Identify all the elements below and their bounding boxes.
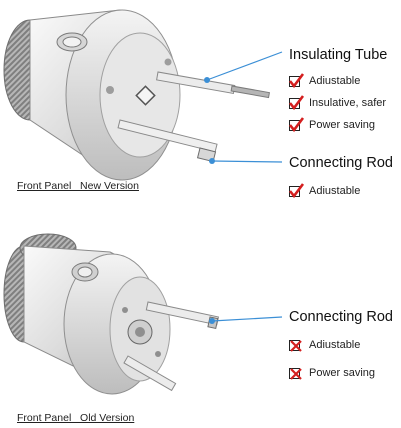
feature-row: Power saving (289, 367, 376, 380)
old-version-panel: Connecting Rod Adiustable Power saving F… (0, 214, 401, 428)
feature-label: Power saving (309, 119, 376, 131)
feature-label: Adiustable (309, 339, 361, 351)
check-icon (288, 116, 305, 132)
new-version-caption: Front Panel New Version (17, 180, 139, 192)
feature-row: Power saving (288, 116, 376, 132)
feature-label: Power saving (309, 367, 376, 379)
check-icon (288, 182, 305, 198)
old-version-caption: Front Panel Old Version (17, 412, 135, 424)
new-version-product-photo (3, 9, 283, 181)
feature-row: Adiustable (288, 72, 361, 88)
old-version-product-photo (3, 233, 283, 395)
feature-row: Adiustable (288, 182, 361, 198)
feature-label: Adiustable (309, 75, 361, 87)
cross-icon (289, 339, 302, 352)
feature-label: Insulative, safer (309, 97, 387, 109)
connecting-rod-heading: Connecting Rod (289, 309, 393, 325)
feature-label: Adiustable (309, 185, 361, 197)
new-version-panel: Insulating Tube Adiustable Insulative, s… (3, 9, 393, 198)
connecting-rod-heading: Connecting Rod (289, 155, 393, 171)
feature-row: Adiustable (289, 339, 361, 352)
check-icon (288, 94, 305, 110)
check-icon (288, 72, 305, 88)
feature-row: Insulative, safer (288, 94, 387, 110)
insulating-tube-heading: Insulating Tube (289, 47, 388, 63)
cross-icon (289, 367, 302, 380)
